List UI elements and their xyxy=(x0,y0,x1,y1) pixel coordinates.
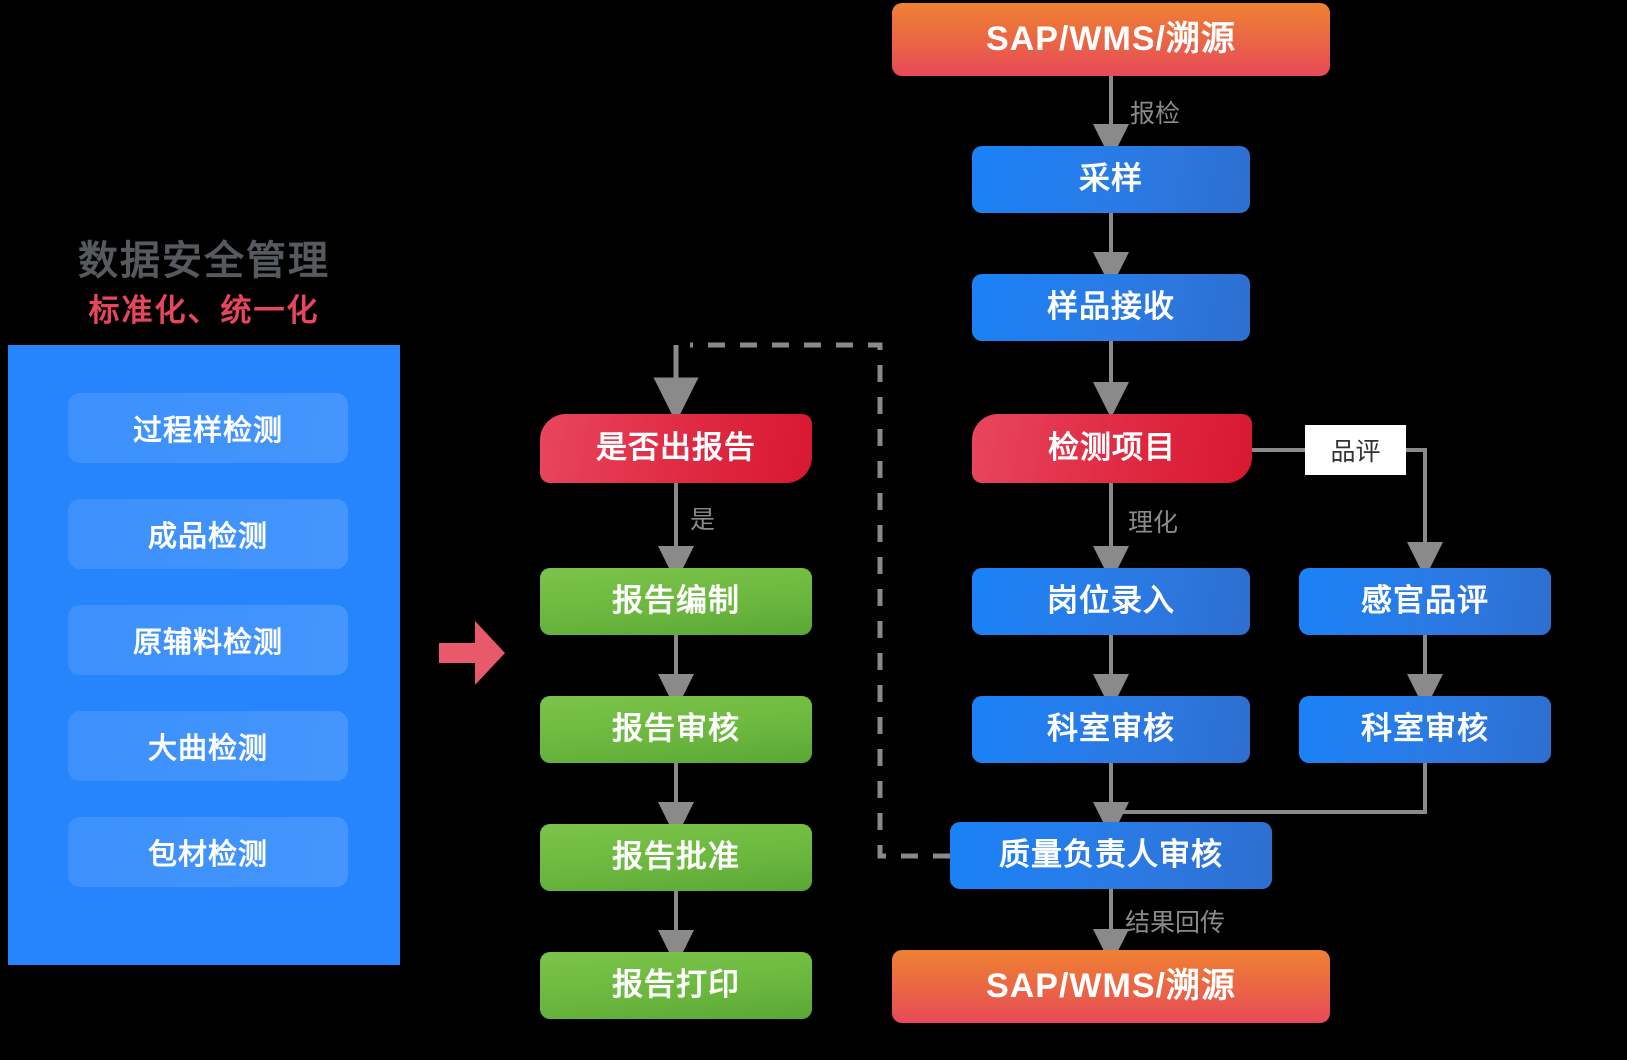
node-label: 采样 xyxy=(1079,161,1143,197)
step-report-compose[interactable]: 报告编制 xyxy=(540,568,812,635)
decision-label: 是否出报告 xyxy=(596,430,756,466)
step-report-review[interactable]: 报告审核 xyxy=(540,696,812,763)
node-inspection-items[interactable]: 检测项目 xyxy=(972,414,1252,483)
node-label: 科室审核 xyxy=(1047,711,1175,747)
panel-subtitle: 标准化、统一化 xyxy=(88,293,320,328)
edge-label-inspection-request: 报检 xyxy=(1130,100,1181,128)
node-label: 感官品评 xyxy=(1361,583,1489,619)
chip-tasting-branch: 品评 xyxy=(1305,425,1406,475)
panel-title: 数据安全管理 xyxy=(78,239,330,283)
sidebar-item-label: 大曲检测 xyxy=(147,733,268,765)
node-station-entry[interactable]: 岗位录入 xyxy=(972,568,1250,635)
node-label: 质量负责人审核 xyxy=(999,837,1223,873)
node-dept-review-left[interactable]: 科室审核 xyxy=(972,696,1250,763)
sidebar-item-label: 原辅料检测 xyxy=(132,627,283,659)
node-label: 岗位录入 xyxy=(1047,583,1175,619)
system-sink-sap-wms[interactable]: SAP/WMS/溯源 xyxy=(892,950,1330,1023)
node-label: 样品接收 xyxy=(1047,289,1175,325)
sidebar-item-raw-material[interactable]: 原辅料检测 xyxy=(68,605,348,675)
detection-scope-panel: 过程样检测 成品检测 原辅料检测 大曲检测 包材检测 xyxy=(8,345,400,965)
node-sample-receive[interactable]: 样品接收 xyxy=(972,274,1250,341)
system-source-sap-wms[interactable]: SAP/WMS/溯源 xyxy=(892,3,1330,76)
edge-label-physchem: 理化 xyxy=(1128,509,1179,537)
decision-issue-report[interactable]: 是否出报告 xyxy=(540,414,812,483)
edge-label-yes: 是 xyxy=(690,506,716,534)
step-label: 报告编制 xyxy=(612,583,740,619)
step-report-approve[interactable]: 报告批准 xyxy=(540,824,812,891)
edge-deptreview2-merge xyxy=(1111,763,1427,814)
step-label: 报告打印 xyxy=(612,967,740,1003)
step-label: 报告批准 xyxy=(612,839,740,875)
node-quality-manager-review[interactable]: 质量负责人审核 xyxy=(950,822,1272,889)
right-arrow-icon xyxy=(437,618,507,688)
sidebar-item-label: 过程样检测 xyxy=(132,415,283,447)
step-label: 报告审核 xyxy=(612,711,740,747)
sidebar-item-label: 包材检测 xyxy=(147,839,268,871)
step-report-print[interactable]: 报告打印 xyxy=(540,952,812,1019)
system-sink-label: SAP/WMS/溯源 xyxy=(986,966,1236,1005)
node-label: 科室审核 xyxy=(1361,711,1489,747)
sidebar-item-daqu[interactable]: 大曲检测 xyxy=(68,711,348,781)
sidebar-item-packaging[interactable]: 包材检测 xyxy=(68,817,348,887)
system-source-label: SAP/WMS/溯源 xyxy=(986,19,1236,58)
node-label: 检测项目 xyxy=(1048,430,1176,466)
node-sampling[interactable]: 采样 xyxy=(972,146,1250,213)
chip-label: 品评 xyxy=(1330,438,1381,466)
node-sensory-tasting[interactable]: 感官品评 xyxy=(1299,568,1551,635)
sidebar-item-process-sample[interactable]: 过程样检测 xyxy=(68,393,348,463)
sidebar-item-finished-product[interactable]: 成品检测 xyxy=(68,499,348,569)
edge-label-result-return: 结果回传 xyxy=(1125,909,1226,937)
node-dept-review-right[interactable]: 科室审核 xyxy=(1299,696,1551,763)
sidebar-item-label: 成品检测 xyxy=(147,521,268,553)
edge-tastingchip-to-sensory xyxy=(1406,448,1443,578)
